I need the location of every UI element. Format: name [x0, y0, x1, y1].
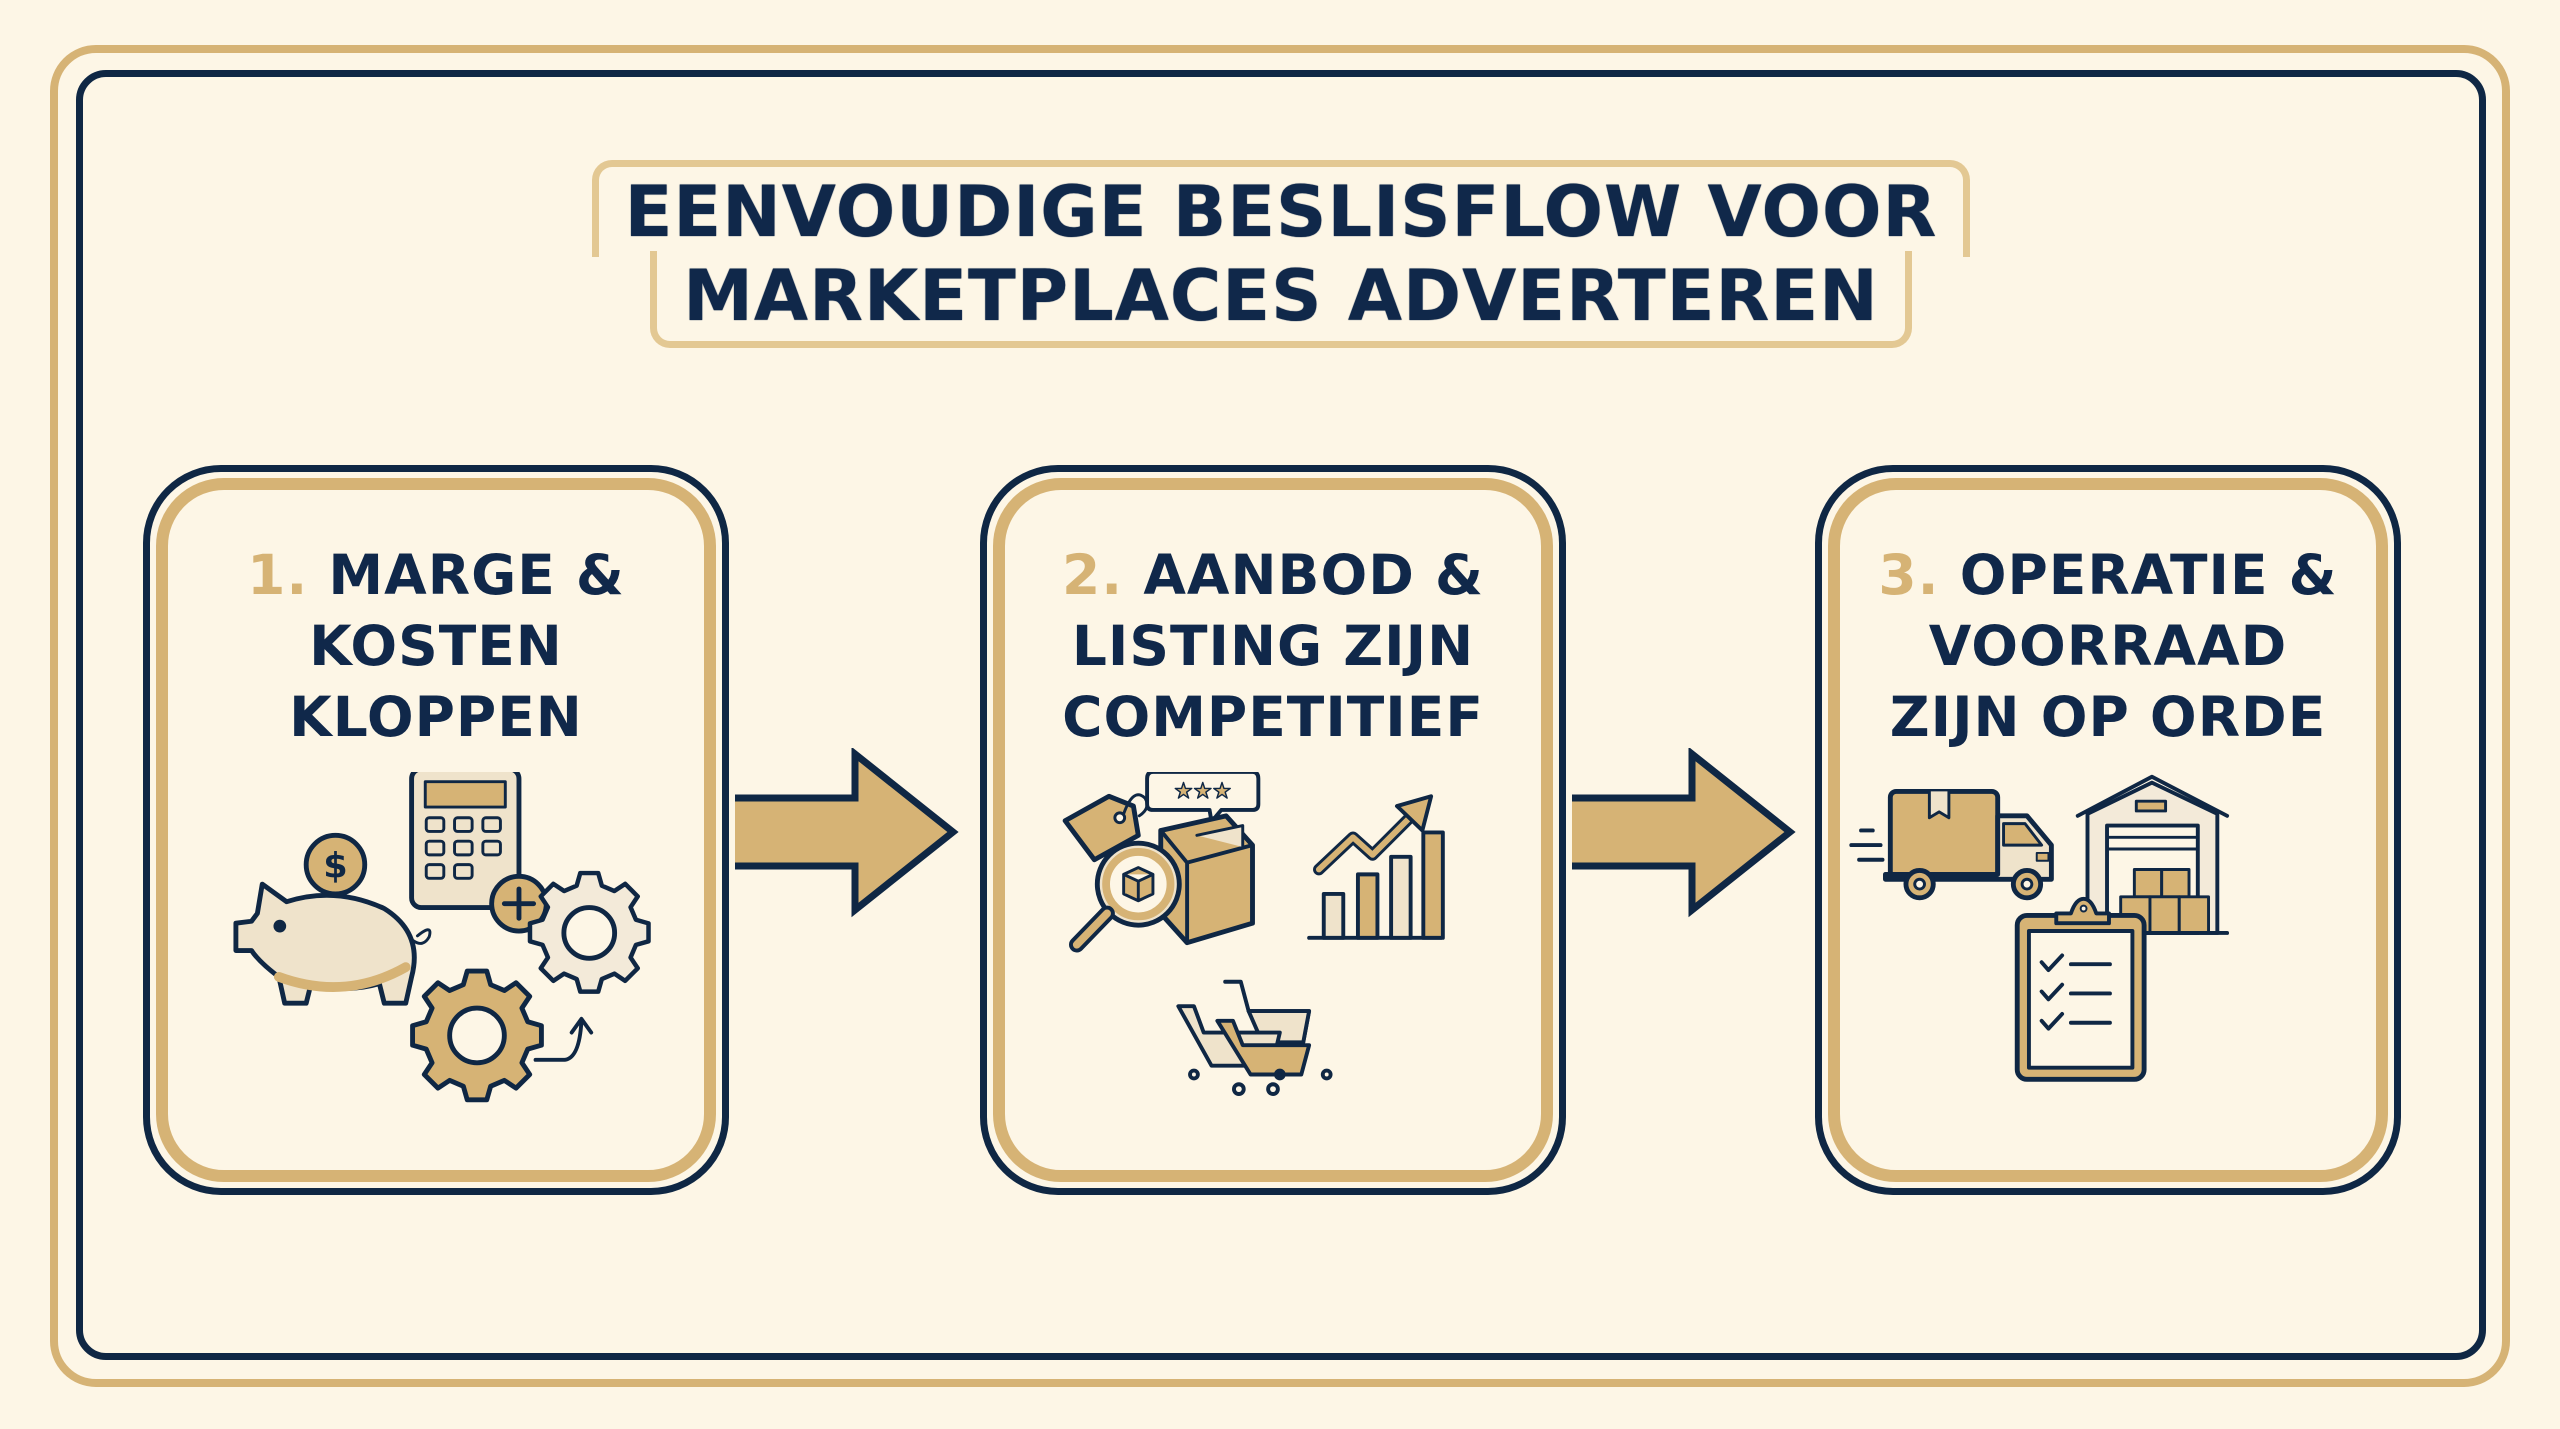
arrow-right-icon: [1572, 748, 1796, 918]
svg-text:★★★: ★★★: [1174, 779, 1232, 804]
piggy-bank-icon: [233, 881, 432, 1006]
shopping-carts-icon: [1176, 979, 1333, 1096]
step-2-line-2: LISTING ZIJN: [1071, 614, 1475, 678]
warehouse-icon: [2075, 774, 2230, 935]
step-1-line-2: KOSTEN: [309, 614, 563, 678]
step-1-illustration: $: [233, 772, 651, 1103]
magnifier-box-icon: [1068, 813, 1255, 953]
step-1-line-1: MARGE &: [328, 543, 625, 607]
dollar-coin-icon: $: [303, 832, 368, 897]
title-line-2: MARKETPLACES ADVERTEREN: [650, 251, 1912, 348]
step-2-title: 2. AANBOD & LISTING ZIJN COMPETITIEF: [1017, 540, 1529, 753]
step-2-line-1: AANBOD &: [1143, 543, 1484, 607]
step-3-number: 3.: [1878, 543, 1940, 607]
step-2-illustration: ★★★: [1062, 772, 1445, 1096]
step-1-title: 1. MARGE & KOSTEN KLOPPEN: [180, 540, 692, 753]
step-3-illustration: [1849, 774, 2230, 1082]
step-1-number: 1.: [247, 543, 309, 607]
price-tag-icon: [1062, 793, 1149, 863]
title-line-1: EENVOUDIGE BESLISFLOW VOOR: [591, 160, 1971, 257]
step-2-line-3: COMPETITIEF: [1062, 685, 1484, 749]
step-3-title: 3. OPERATIE & VOORRAAD ZIJN OP ORDE: [1852, 540, 2364, 753]
growth-bar-chart-icon: [1307, 794, 1445, 940]
step-card-2: 2. AANBOD & LISTING ZIJN COMPETITIEF ★★★: [980, 465, 1566, 1195]
step-card-3: 3. OPERATIE & VOORRAAD ZIJN OP ORDE: [1815, 465, 2401, 1195]
delivery-truck-icon: [1849, 788, 2054, 901]
step-card-1: 1. MARGE & KOSTEN KLOPPEN $: [143, 465, 729, 1195]
gear-icon: [410, 968, 544, 1103]
clipboard-checklist-icon: [2014, 896, 2147, 1082]
arrow-right-icon: [735, 748, 959, 918]
inner-frame: [76, 70, 2486, 1360]
outer-frame: [50, 45, 2510, 1387]
curved-arrow-icon: [533, 1016, 594, 1062]
svg-text:$: $: [323, 845, 347, 886]
step-1-line-3: KLOPPEN: [289, 685, 583, 749]
star-rating-bubble-icon: ★★★: [1145, 772, 1261, 824]
page-title: EENVOUDIGE BESLISFLOW VOOR MARKETPLACES …: [578, 160, 1984, 348]
step-3-line-3: ZIJN OP ORDE: [1889, 685, 2327, 749]
calculator-icon: [409, 772, 522, 911]
step-3-line-2: VOORRAAD: [1928, 614, 2288, 678]
gear-icon: [527, 870, 651, 994]
step-3-line-1: OPERATIE &: [1959, 543, 2338, 607]
step-2-number: 2.: [1062, 543, 1124, 607]
